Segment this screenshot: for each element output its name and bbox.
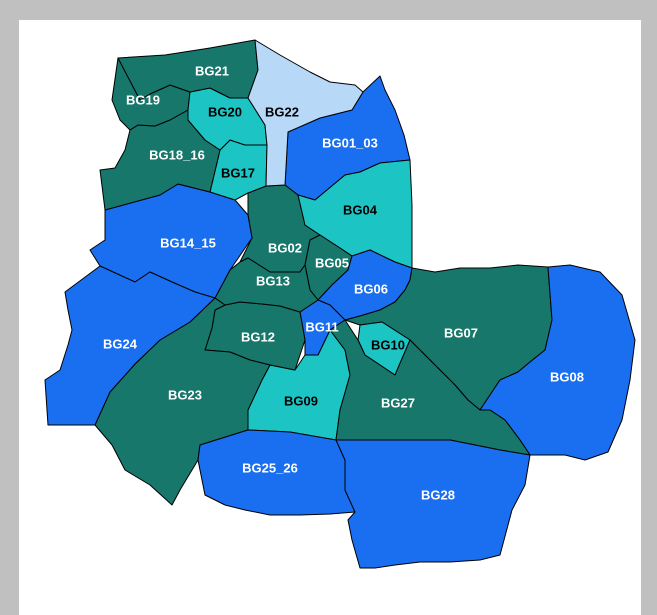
district-label-bg17: BG17	[221, 165, 255, 180]
district-label-bg27: BG27	[381, 395, 415, 410]
district-label-bg13: BG13	[256, 273, 290, 288]
district-label-bg02: BG02	[268, 240, 302, 255]
district-label-bg14-15: BG14_15	[160, 235, 216, 250]
district-bg24[interactable]	[44, 265, 216, 426]
district-label-bg10: BG10	[371, 337, 405, 352]
district-label-bg18-16: BG18_16	[149, 147, 205, 162]
district-bg22[interactable]	[247, 39, 364, 187]
district-label-bg11: BG11	[305, 319, 338, 334]
district-label-bg12: BG12	[241, 329, 275, 344]
district-label-bg24: BG24	[103, 336, 138, 351]
district-label-bg21: BG21	[195, 63, 229, 78]
district-label-bg23: BG23	[168, 387, 202, 402]
district-label-bg19: BG19	[126, 92, 160, 107]
district-label-bg22: BG22	[265, 104, 299, 119]
district-bg28[interactable]	[335, 439, 531, 569]
district-label-bg09: BG09	[284, 393, 318, 408]
district-label-bg06: BG06	[354, 281, 388, 296]
district-label-bg01-03: BG01_03	[322, 135, 378, 150]
district-bg25-26[interactable]	[197, 429, 356, 516]
district-label-bg28: BG28	[421, 487, 455, 502]
district-label-bg04: BG04	[343, 202, 378, 217]
district-label-bg07: BG07	[444, 325, 478, 340]
district-bg21[interactable]	[117, 39, 259, 101]
district-regions	[44, 39, 636, 569]
district-label-bg05: BG05	[315, 255, 349, 270]
district-label-bg20: BG20	[208, 104, 242, 119]
district-label-bg25-26: BG25_26	[242, 460, 298, 475]
district-labels: BG01_03BG02BG04BG05BG06BG07BG08BG09BG10B…	[103, 63, 584, 502]
district-label-bg08: BG08	[550, 369, 584, 384]
